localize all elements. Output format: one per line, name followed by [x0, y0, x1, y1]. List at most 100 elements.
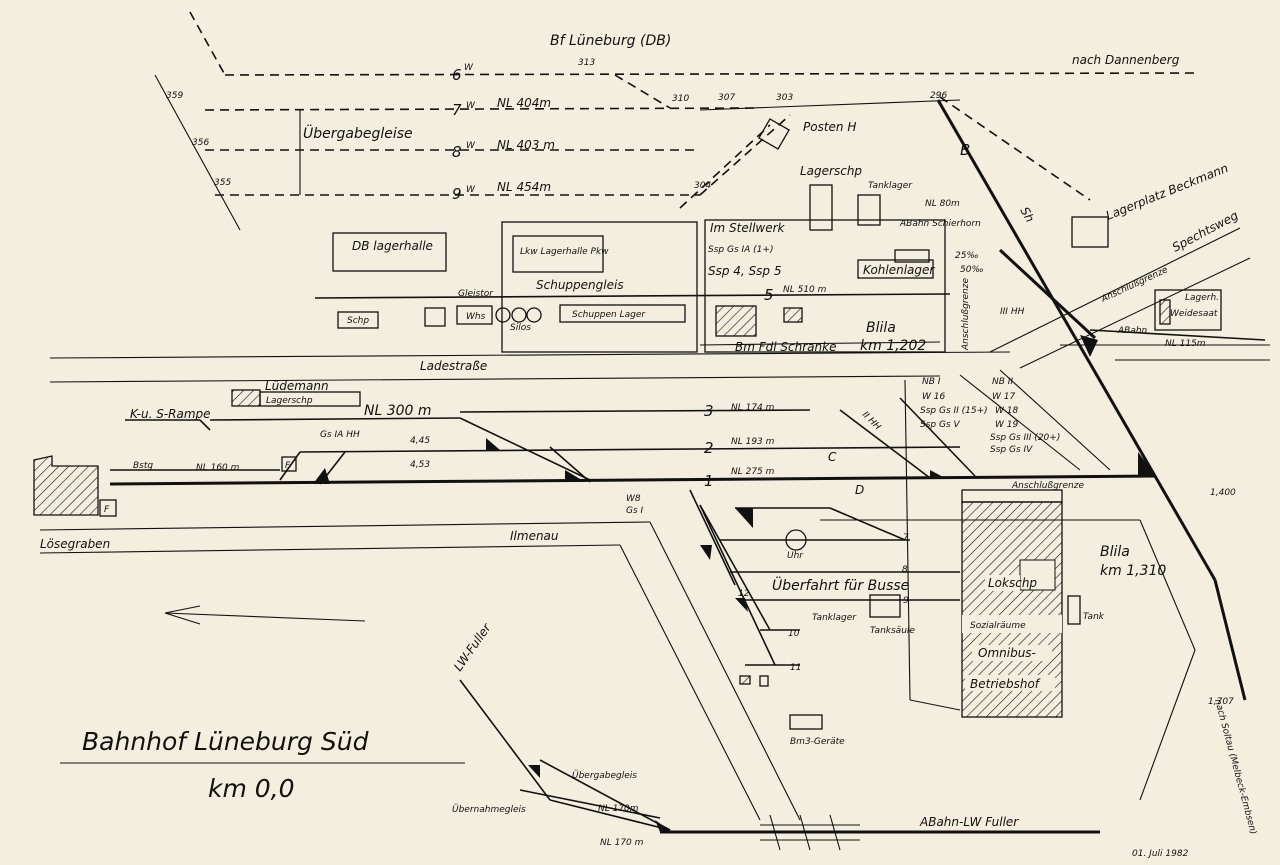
label-loesegraben: Lösegraben [40, 537, 110, 551]
transfer-tracks [154, 11, 1201, 231]
mainline-diagonal [936, 99, 1247, 701]
label-betriebshof: Betriebshof [970, 677, 1041, 691]
label-lokschp: Lokschp [988, 576, 1037, 590]
label-kus-rampe: K-u. S-Rampe [130, 407, 211, 421]
label-track-8-depot: 8 [902, 565, 908, 575]
label-km-1310: km 1,310 [1100, 563, 1166, 579]
shed-track-and-road [49, 293, 1011, 383]
label-w7: W [466, 101, 476, 111]
label-switch-304: 304 [694, 181, 711, 191]
label-track-9: 9 [452, 185, 462, 203]
label-signal-c: C [828, 450, 837, 464]
label-ueberfahrt-busse: Überfahrt für Busse [772, 576, 909, 594]
label-weidesaat: Weidesaat [1170, 309, 1218, 319]
label-gradient-50: 50‰ [960, 265, 984, 275]
label-ssp-gs-iv: Ssp Gs IV [990, 445, 1033, 455]
label-track-12: 12 [738, 589, 750, 599]
label-track-7: 7 [452, 101, 462, 119]
label-station-db: Bf Lüneburg (DB) [550, 33, 671, 49]
label-lagerschp: Lagerschp [800, 164, 862, 178]
label-lw-fuller: LW-Fuller [451, 620, 494, 674]
label-to-dannenberg: nach Dannenberg [1072, 53, 1180, 67]
label-im-stellwerk: Im Stellwerk [710, 221, 786, 235]
label-switch-303: 303 [776, 93, 793, 103]
label-spechtsweg: Spechtsweg [1170, 208, 1241, 255]
upper-buildings [332, 118, 1222, 353]
label-lagerschp-small: Lagerschp [266, 396, 313, 406]
label-track-6: 6 [452, 66, 462, 84]
label-gs-iahh: Gs IA HH [320, 430, 360, 440]
label-lagerplatz-beckmann: Lagerplatz Beckmann [1104, 161, 1230, 223]
label-gs-i: Gs I [626, 506, 644, 516]
label-anschlussgrenze-vertical: Anschlußgrenze [961, 278, 971, 351]
label-km-1202: km 1,202 [860, 338, 926, 354]
label-switch-313: 313 [578, 58, 595, 68]
label-kohlenlager: Kohlenlager [863, 263, 935, 277]
label-f2: F [104, 505, 110, 515]
label-nl170-a: NL 170m [598, 804, 639, 814]
label-abahn-lw-fuller: ABahn-LW Fuller [919, 815, 1019, 829]
label-schuppen-lager: Schuppen Lager [572, 310, 646, 320]
label-track-2: 2 [704, 439, 714, 457]
label-posten-h: Posten H [803, 120, 856, 134]
label-ssp-gs-ia: Ssp Gs IA (1+) [708, 245, 773, 255]
label-nl300: NL 300 m [364, 403, 432, 419]
label-nl193: NL 193 m [731, 437, 775, 447]
label-db-lagerhalle: DB lagerhalle [352, 239, 433, 253]
label-4-45: 4,45 [410, 436, 430, 446]
loco-shed-complex [739, 489, 1081, 730]
label-uebergabegleise: Übergabegleise [303, 124, 413, 142]
label-abahn-schierhorn: ABahn Schierhorn [899, 219, 981, 229]
label-anschlussgrenze-diag: Anschlußgrenze [1099, 265, 1170, 305]
label-w8: W [466, 141, 476, 151]
label-uebernahmegleis: Übernahmegleis [452, 804, 526, 815]
depot-tracks [689, 489, 960, 666]
label-nl454: NL 454m [497, 180, 551, 194]
label-ssp-4-5: Ssp 4, Ssp 5 [708, 264, 782, 278]
label-sh: Sh [1017, 205, 1037, 225]
label-w8-lower: W8 [626, 494, 641, 504]
station-building [33, 389, 361, 517]
label-switch-307: 307 [718, 93, 735, 103]
label-sozialraeume: Sozialräume [970, 621, 1026, 631]
label-track-7-depot: 7 [903, 533, 909, 543]
label-blila-2: Blila [1100, 544, 1130, 560]
label-tanksaeule: Tanksäule [870, 626, 915, 636]
label-nl80: NL 80m [925, 199, 960, 209]
label-schp: Schp [347, 316, 369, 326]
page-title: Bahnhof Lüneburg Süd [82, 727, 369, 756]
label-abahn-small: ABahn [1117, 326, 1148, 336]
label-iii-hh: III HH [1000, 307, 1025, 317]
label-switch-310: 310 [672, 94, 689, 104]
north-arrow [164, 605, 366, 625]
label-km-356: 356 [192, 138, 209, 148]
label-gradient-25: 25‰ [955, 251, 979, 261]
label-nl174: NL 174 m [731, 403, 775, 413]
label-track-1: 1 [704, 472, 714, 490]
label-nb-i: NB I [922, 377, 941, 387]
label-km-0: km 0,0 [208, 774, 295, 803]
label-nl510: NL 510 m [783, 285, 827, 295]
label-whs: Whs [466, 312, 486, 322]
label-ssp-gs-ii: Ssp Gs II (15+) [920, 406, 988, 416]
label-bm3-geraete: Bm3-Geräte [790, 737, 845, 747]
label-km-359: 359 [166, 91, 183, 101]
label-anschlussgrenze-lok: Anschlußgrenze [1011, 481, 1084, 491]
label-date: 01. Juli 1982 [1132, 849, 1189, 859]
fuller-tracks [459, 679, 1100, 851]
label-blila-1: Blila [866, 320, 896, 336]
station-tracks [109, 397, 1157, 486]
label-track-9-depot: 9 [903, 596, 909, 606]
label-nb-ii: NB II [992, 377, 1013, 387]
label-nl404: NL 404m [497, 96, 551, 110]
label-w18: W 18 [995, 406, 1018, 416]
label-w16: W 16 [922, 392, 945, 402]
label-f1: F [285, 461, 291, 471]
label-tank: Tank [1083, 612, 1105, 622]
label-signal-b: B [960, 141, 970, 159]
label-switch-296: 296 [930, 91, 947, 101]
label-ilmenau: Ilmenau [510, 529, 559, 543]
label-luedemann: Lüdemann [265, 379, 329, 393]
label-track-5-top: 5 [764, 286, 774, 304]
